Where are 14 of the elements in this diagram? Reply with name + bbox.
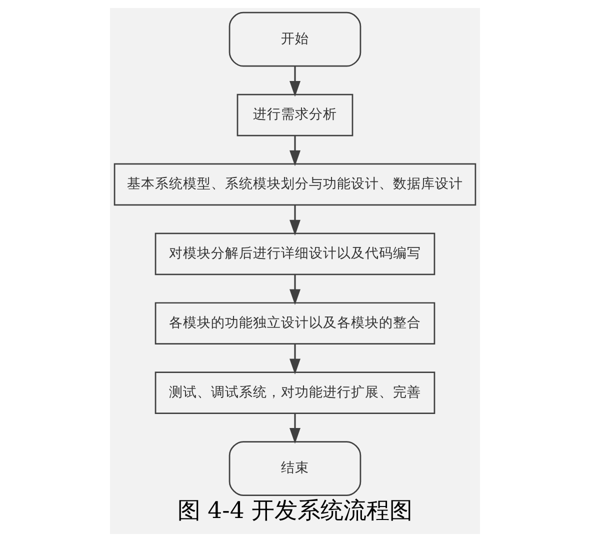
arrow bbox=[290, 66, 300, 97]
arrow bbox=[290, 274, 300, 306]
caption: 图 4-4 开发系统流程图 bbox=[177, 498, 413, 524]
node-box: 结束 bbox=[228, 441, 362, 496]
node-box: 各模块的功能独立设计以及各模块的整合 bbox=[154, 302, 436, 345]
node-box: 基本系统模型、系统模块划分与功能设计、数据库设计 bbox=[114, 163, 476, 206]
node-box: 对模块分解后进行详细设计以及代码编写 bbox=[154, 232, 436, 276]
arrow bbox=[290, 344, 300, 374]
arrow bbox=[290, 205, 300, 236]
node-box: 开始 bbox=[228, 12, 362, 67]
node-box: 测试、调试系统，对功能进行扩展、完善 bbox=[154, 372, 436, 414]
arrow bbox=[290, 136, 300, 166]
node-box: 进行需求分析 bbox=[236, 94, 354, 136]
arrow bbox=[290, 414, 300, 444]
